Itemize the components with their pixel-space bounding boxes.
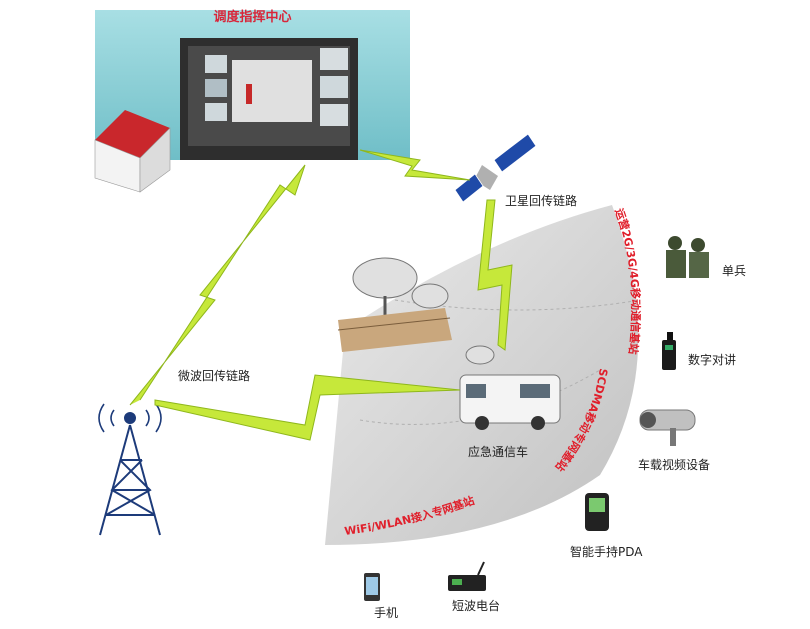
device-label-walkie-talkie: 数字对讲	[688, 351, 736, 368]
phone-icon	[364, 573, 380, 601]
antenna-tower	[99, 404, 161, 535]
walkie-talkie-icon	[662, 332, 676, 370]
device-label-soldier: 单兵	[722, 262, 746, 279]
device-label-phone: 手机	[374, 604, 398, 621]
soldier-icon	[666, 236, 709, 278]
microwave-link-label: 微波回传链路	[178, 367, 250, 384]
satellite-link-label: 卫星回传链路	[505, 192, 577, 209]
vehicle-label: 应急通信车	[468, 443, 528, 460]
pda-icon	[585, 493, 609, 531]
car-camera-icon	[640, 410, 695, 446]
satellite-link-to-center	[360, 150, 470, 180]
device-label-pda: 智能手持PDA	[570, 543, 642, 560]
command-center-title: 调度指挥中心	[95, 6, 410, 25]
shortwave-radio-icon	[448, 562, 486, 591]
device-label-shortwave: 短波电台	[452, 597, 500, 614]
device-label-car-camera: 车载视频设备	[638, 456, 710, 473]
